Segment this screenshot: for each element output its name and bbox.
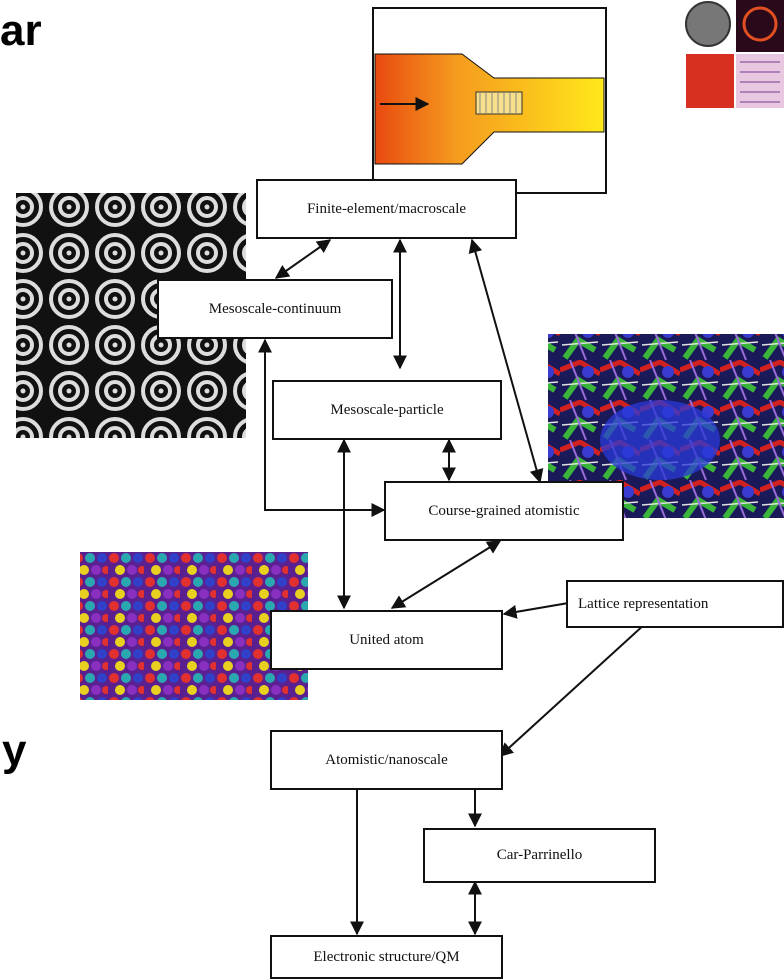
node-mesoscale-continuum: Mesoscale-continuum	[157, 279, 393, 339]
node-mesoscale-particle: Mesoscale-particle	[272, 380, 502, 440]
title-fragment-top: ar	[0, 6, 42, 55]
material-thumbnail-images	[684, 0, 784, 108]
node-mesoscale-continuum-label: Mesoscale-continuum	[208, 300, 342, 317]
node-lattice-representation-label: Lattice representation	[578, 595, 709, 612]
node-united-atom-label: United atom	[349, 631, 424, 648]
node-finite-element-label: Finite-element/macroscale	[306, 200, 467, 217]
node-car-parrinello-label: Car-Parrinello	[496, 847, 583, 863]
title-fragment-bottom: y	[2, 726, 27, 775]
node-electronic-structure-label: Electronic structure/QM	[313, 948, 460, 965]
node-lattice-representation: Lattice representation	[566, 580, 784, 628]
macroscale-illustration	[372, 7, 607, 194]
node-coarse-grained-label: Course-grained atomistic	[428, 502, 580, 519]
node-car-parrinello: Car-Parrinello	[423, 828, 656, 883]
node-mesoscale-particle-label: Mesoscale-particle	[330, 401, 444, 418]
node-atomistic-nanoscale-label: Atomistic/nanoscale	[325, 751, 448, 768]
node-coarse-grained: Course-grained atomistic	[384, 481, 624, 541]
node-united-atom: United atom	[270, 610, 503, 670]
node-electronic-structure: Electronic structure/QM	[270, 935, 503, 979]
node-atomistic-nanoscale: Atomistic/nanoscale	[270, 730, 503, 790]
node-finite-element: Finite-element/macroscale	[256, 179, 517, 239]
